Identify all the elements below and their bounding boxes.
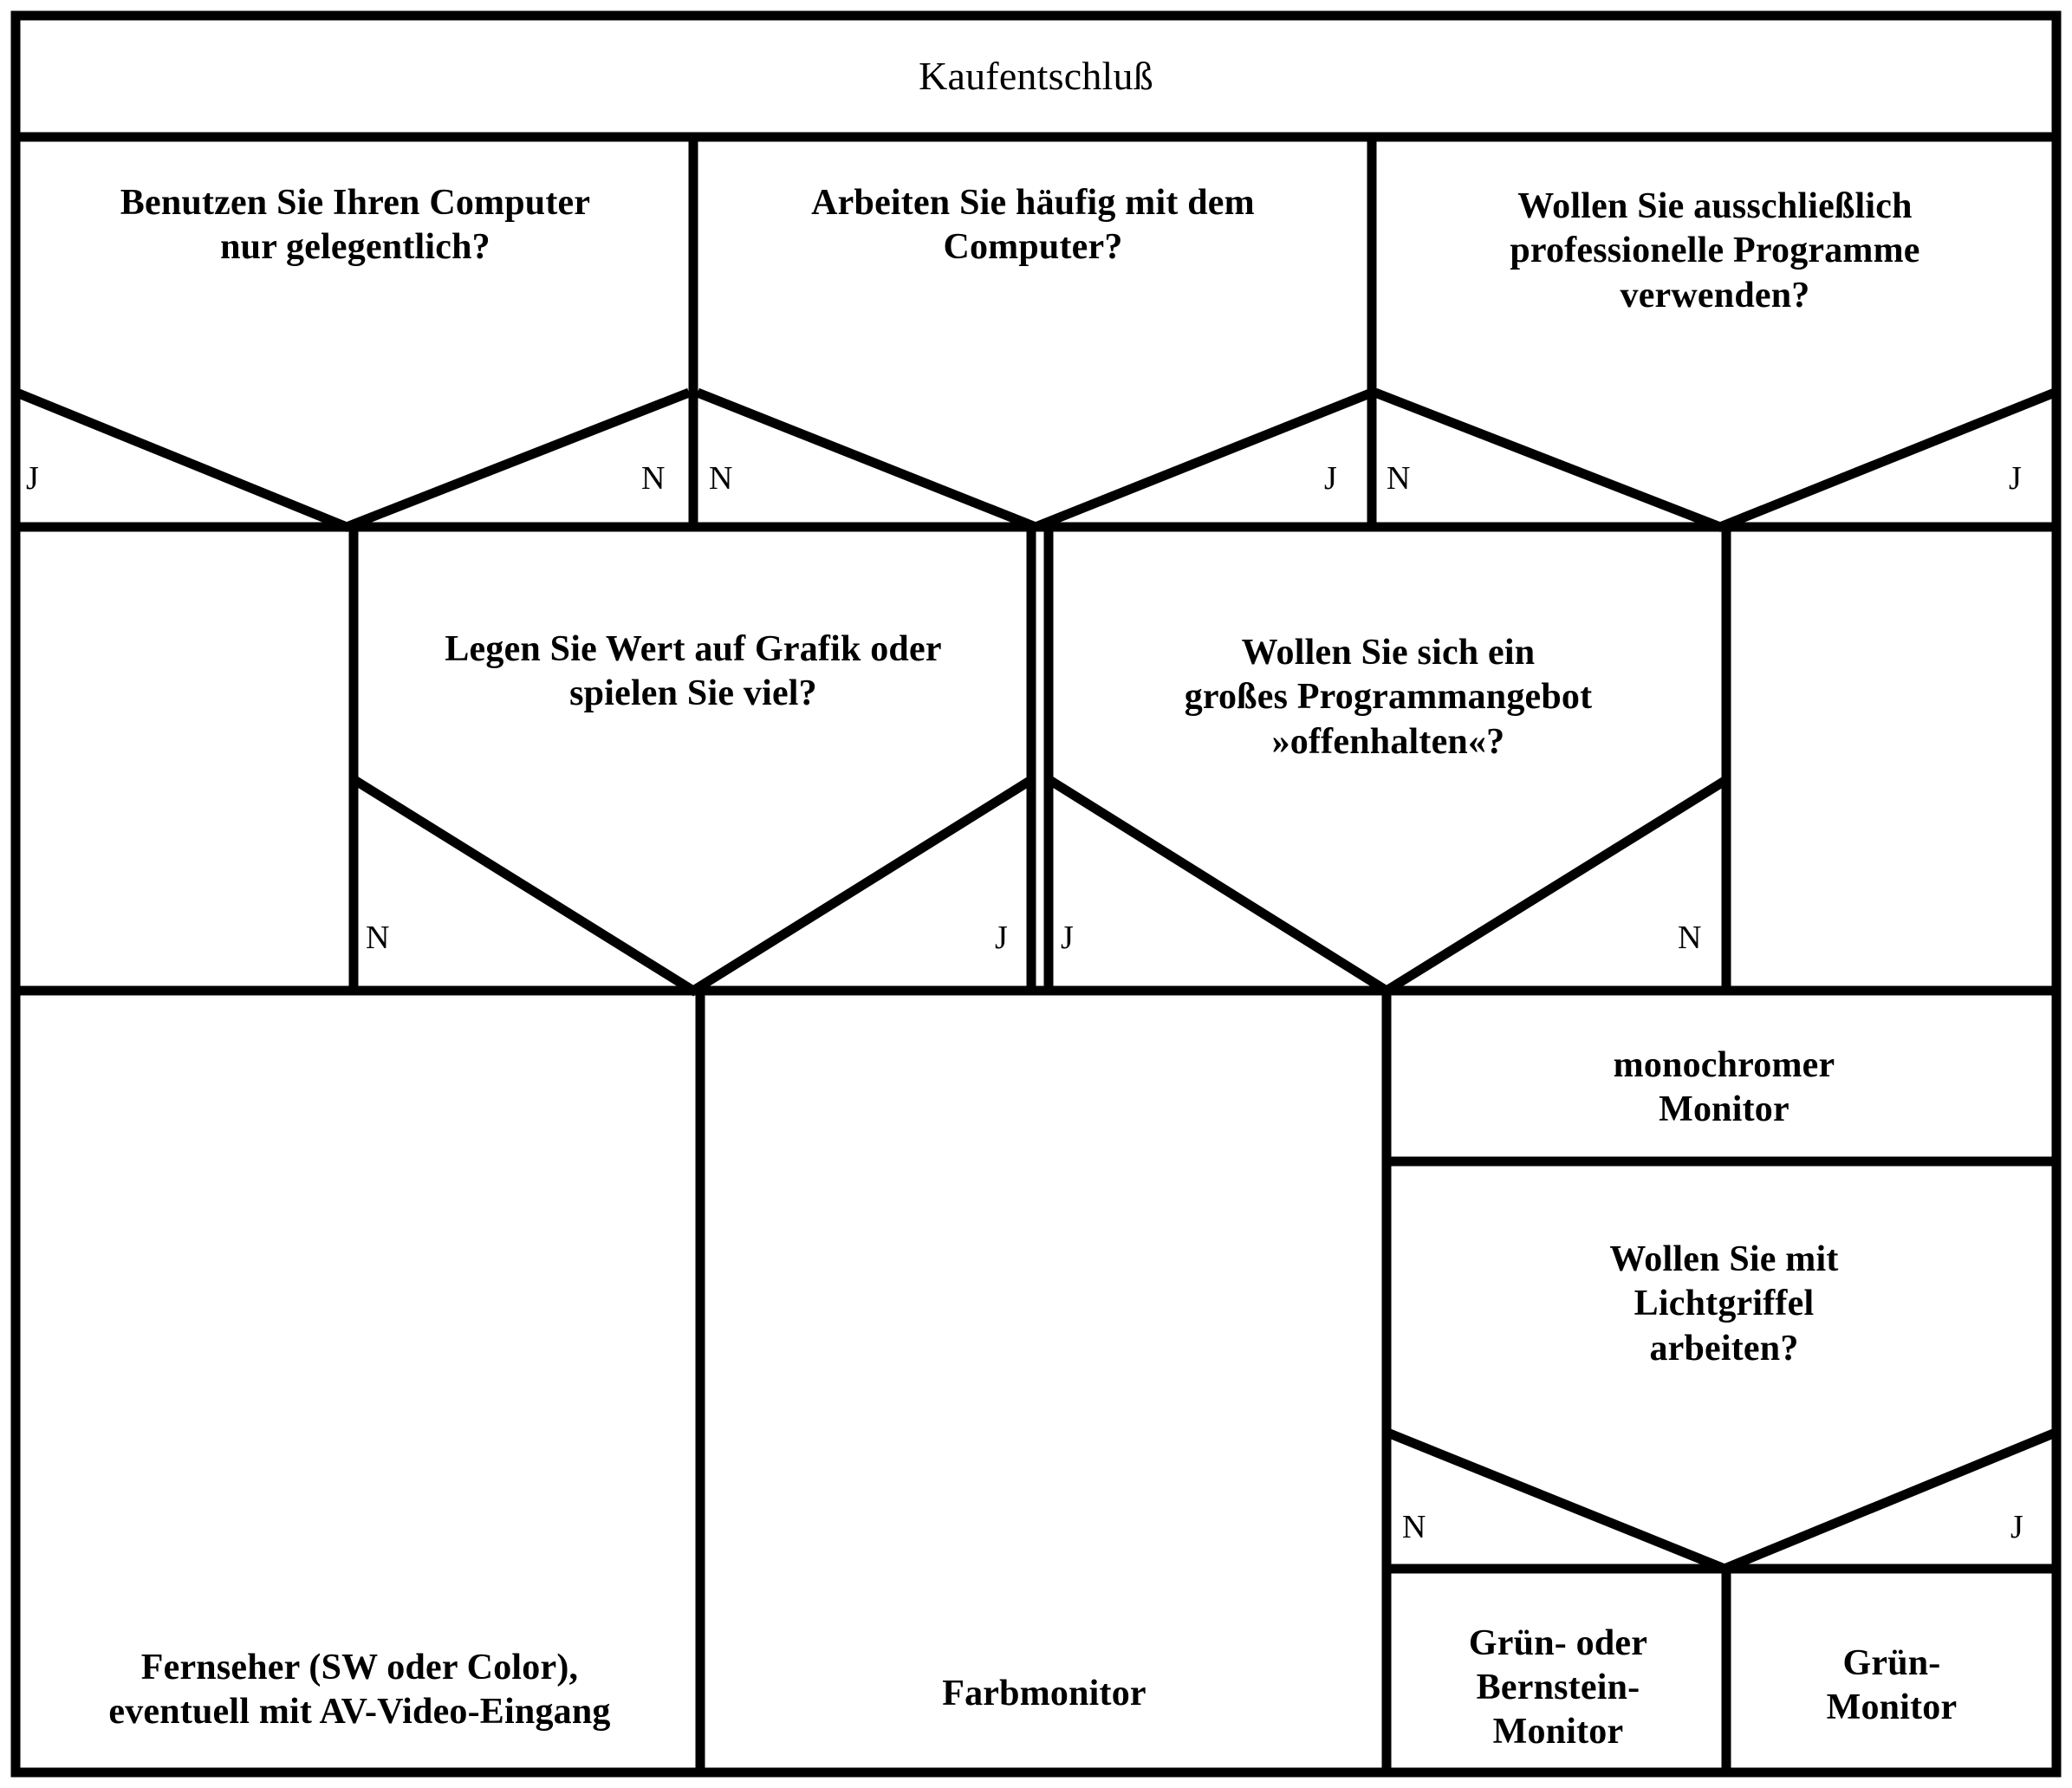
branch-label-q6-left: N xyxy=(1402,1509,1426,1545)
branch-label-q4-left: N xyxy=(366,920,390,956)
q4-branch-chevron xyxy=(352,776,1034,997)
branch-label-q6-right: J xyxy=(2010,1509,2023,1545)
branch-label-q5-right: N xyxy=(1678,920,1702,956)
page-title: Kaufentschluß xyxy=(919,53,1153,98)
q5-branch-chevron xyxy=(1047,776,1729,997)
q3-branch-chevron xyxy=(1373,387,2057,532)
result-box-monochromer-monitor: monochromer Monitor xyxy=(1613,1044,1835,1129)
result-box-farbmonitor: Farbmonitor xyxy=(942,1674,1146,1714)
q2-branch-chevron xyxy=(695,387,1374,532)
result-box-fernseher: Fernseher (SW oder Color), eventuell mit… xyxy=(108,1647,611,1732)
question-box-q3: Wollen Sie ausschließlich professionelle… xyxy=(1510,186,1920,315)
question-box-q5: Wollen Sie sich ein großes Programmangeb… xyxy=(1184,633,1593,762)
question-box-q2: Arbeiten Sie häufig mit dem Computer? xyxy=(811,182,1255,267)
result-box-gruen-bernstein-monitor: Grün- oder Bernstein- Monitor xyxy=(1468,1622,1648,1752)
branch-label-q4-right: J xyxy=(995,920,1008,956)
branch-label-q3-right: J xyxy=(2009,460,2022,497)
question-box-q4: Legen Sie Wert auf Grafik oder spielen S… xyxy=(445,628,942,713)
branch-label-q5-left: J xyxy=(1061,920,1074,956)
branch-label-q2-right: J xyxy=(1324,460,1337,497)
question-box-q6: Wollen Sie mit Lichtgriffel arbeiten? xyxy=(1609,1239,1839,1369)
branch-label-q1-left: J xyxy=(26,460,39,497)
q1-branch-chevron xyxy=(14,387,692,532)
question-box-q1: Benutzen Sie Ihren Computer nur gelegent… xyxy=(120,182,591,267)
branch-label-q1-right: N xyxy=(641,460,666,497)
q6-branch-chevron xyxy=(1385,1427,2058,1574)
result-box-gruen-monitor: Grün- Monitor xyxy=(1826,1642,1958,1727)
branch-label-q3-left: N xyxy=(1387,460,1411,497)
branch-label-q2-left: N xyxy=(709,460,733,497)
